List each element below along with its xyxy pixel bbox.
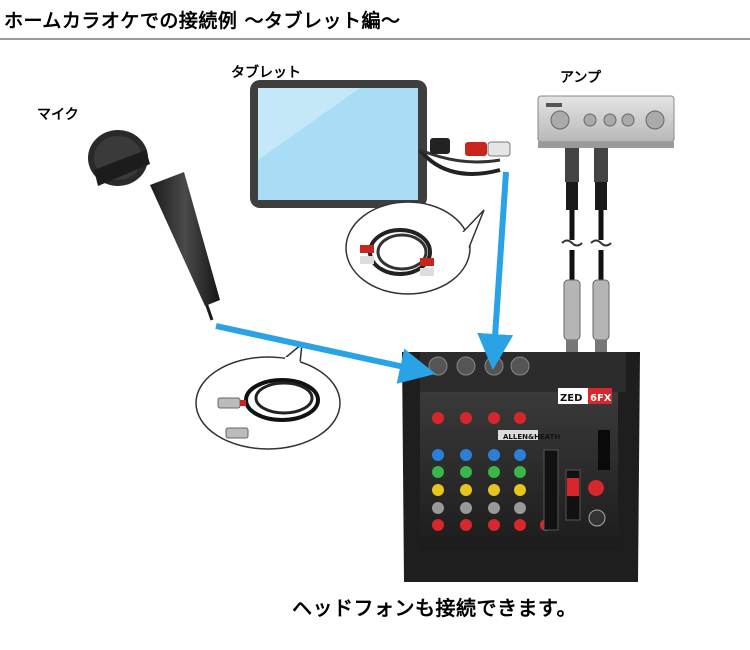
mixer-icon [402,352,640,582]
page-title: ホームカラオケでの接続例 〜タブレット編〜 [4,10,401,32]
mic-to-mixer-arrow [215,323,436,384]
xlr-cable-bubble [195,342,341,450]
connection-arrows [215,171,514,384]
mixer-model-badge-zed: ZED [560,393,582,404]
tablet-to-mixer-arrow [477,171,514,370]
mixer-brand-label: ALLEN&HEATH [503,433,560,441]
xlr-cable-icon [217,378,320,439]
rca-cable-bubble [345,201,485,295]
rca-cable-icon [360,228,434,276]
tablet-icon [250,80,427,208]
mixer-model-badge-6fx: 6FX [590,393,612,404]
mic-label: マイク [37,107,79,123]
amp-label: アンプ [560,70,602,86]
title-divider [0,38,750,40]
tablet-rca-cable-icon [418,138,511,176]
footer-note: ヘッドフォンも接続できます。 [292,596,577,620]
amplifier-icon [537,95,675,148]
tablet-label: タブレット [231,65,301,81]
amp-to-mixer-cables [561,148,612,358]
microphone-icon [88,130,220,321]
